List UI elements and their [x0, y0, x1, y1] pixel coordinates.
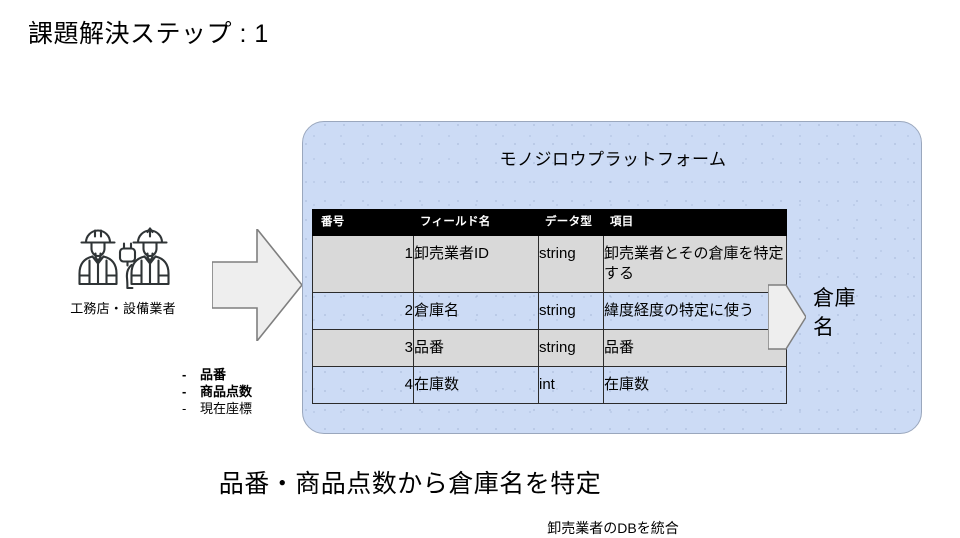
table-row: 1 卸売業者ID string 卸売業者とその倉庫を特定する: [312, 235, 787, 293]
two-construction-workers-icon: [78, 227, 170, 290]
cell-no: 3: [312, 329, 414, 367]
list-item: - 現在座標: [182, 400, 252, 417]
cell-field: 卸売業者ID: [413, 235, 539, 293]
list-item-label: 商品点数: [200, 384, 253, 399]
output-flow-arrow-icon: [768, 284, 806, 350]
actor-label: 工務店・設備業者: [70, 301, 176, 316]
column-header-item: 項目: [603, 209, 787, 236]
cell-no: 1: [312, 235, 414, 293]
cell-type: int: [538, 366, 604, 404]
table-header-row: 番号 フィールド名 データ型 項目: [312, 209, 787, 236]
output-label: 倉庫名: [813, 287, 856, 339]
cell-item: 在庫数: [603, 366, 787, 404]
list-item-label: 現在座標: [200, 401, 253, 416]
cell-no: 4: [312, 366, 414, 404]
table-row: 3 品番 string 品番: [312, 329, 787, 367]
schema-table: 番号 フィールド名 データ型 項目 1 卸売業者ID string 卸売業者とそ…: [312, 209, 787, 404]
list-item: - 商品点数: [182, 383, 252, 400]
bullet-dash: -: [182, 384, 187, 399]
table-row: 2 倉庫名 string 緯度経度の特定に使う: [312, 292, 787, 330]
page-title: 課題解決ステップ : 1: [28, 20, 269, 48]
input-attribute-list: - 品番 - 商品点数 - 現在座標: [182, 366, 252, 417]
list-item-label: 品番: [200, 367, 227, 382]
input-flow-arrow-icon: [212, 229, 302, 341]
platform-title: モノジロウプラットフォーム: [499, 150, 727, 169]
column-header-no: 番号: [312, 209, 414, 236]
bullet-dash: -: [182, 401, 187, 416]
actor-group: 工務店・設備業者: [48, 220, 198, 317]
bottom-caption: 品番・商品点数から倉庫名を特定: [218, 470, 602, 498]
cell-type: string: [538, 235, 604, 293]
cell-no: 2: [312, 292, 414, 330]
list-item: - 品番: [182, 366, 252, 383]
cell-field: 在庫数: [413, 366, 539, 404]
column-header-field: フィールド名: [413, 209, 539, 236]
cell-field: 倉庫名: [413, 292, 539, 330]
cell-item: 緯度経度の特定に使う: [603, 292, 787, 330]
bullet-dash: -: [182, 367, 187, 382]
cell-field: 品番: [413, 329, 539, 367]
column-header-type: データ型: [538, 209, 604, 236]
cell-type: string: [538, 329, 604, 367]
cell-item: 品番: [603, 329, 787, 367]
cell-item: 卸売業者とその倉庫を特定する: [603, 235, 787, 293]
table-row: 4 在庫数 int 在庫数: [312, 366, 787, 404]
cell-type: string: [538, 292, 604, 330]
platform-footnote: 卸売業者のDBを統合: [547, 520, 679, 536]
